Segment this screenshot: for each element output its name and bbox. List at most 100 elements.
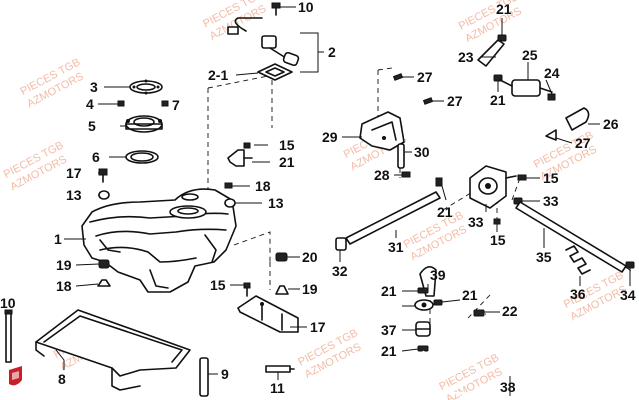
- bolt-part-15: [243, 282, 251, 297]
- pad-part-18: [97, 279, 111, 287]
- callout-label: 10: [298, 0, 314, 15]
- callout-label: 33: [468, 214, 484, 230]
- bracket-part-28: [359, 111, 405, 151]
- washer-part-13: [98, 190, 110, 200]
- callout-label: 26: [603, 116, 619, 132]
- bracket-part-17: [237, 295, 299, 333]
- bolt-part-16: [224, 182, 233, 189]
- hose-part-9: [199, 357, 209, 397]
- callout-label: 21: [496, 1, 512, 17]
- shield-logo-icon: [9, 366, 22, 386]
- callout-label: 24: [544, 65, 560, 81]
- callout-label: 38: [500, 379, 516, 395]
- guide-line: [511, 177, 521, 201]
- filter-part-24: [499, 79, 553, 97]
- callout-label: 22: [502, 303, 518, 319]
- callout-label: 15: [279, 137, 295, 153]
- fuel-pump-part-2: [227, 17, 300, 67]
- callout-label: 34: [620, 287, 636, 303]
- hose-part-22: [477, 39, 505, 67]
- callout-label: 5: [88, 118, 96, 134]
- callout-label: 15: [543, 170, 559, 186]
- grommet-part-19: [275, 252, 288, 262]
- rod-part-30: [345, 177, 443, 245]
- callout-label: 15: [490, 232, 506, 248]
- callout-label: 37: [381, 322, 397, 338]
- callout-label: 18: [255, 178, 271, 194]
- bolt-part-15: [517, 174, 527, 181]
- callout-label: 30: [414, 144, 430, 160]
- callout-label: 19: [56, 257, 72, 273]
- callout-label: 21: [381, 343, 397, 359]
- strap-part-11: [4, 309, 13, 363]
- callout-label: 3: [90, 79, 98, 95]
- callout-label: 20: [302, 249, 318, 265]
- callout-label: 21: [381, 283, 397, 299]
- clamp-part-21: [417, 345, 429, 352]
- flange-part-5: [125, 115, 163, 133]
- clamp-part-21: [417, 287, 429, 294]
- guide-line: [207, 75, 269, 89]
- callout-label: 21: [279, 154, 295, 170]
- bolt-part-15: [493, 218, 501, 225]
- screw-part-7: [161, 100, 169, 107]
- callout-label: 17: [66, 165, 82, 181]
- bolt-part-16: [98, 168, 108, 183]
- callout-label: 2-1: [208, 67, 228, 83]
- gasket-part-2-1: [257, 63, 293, 81]
- hose-part-25: [565, 107, 590, 131]
- washer-part-13: [224, 198, 236, 208]
- fuel-tank-part-1: [81, 188, 237, 293]
- screw-part-4: [117, 100, 125, 107]
- guide-line: [377, 67, 393, 71]
- bolt-part-10: [271, 2, 281, 16]
- valve-part-39: [414, 299, 434, 311]
- callout-label: 21: [490, 92, 506, 108]
- callout-label: 10: [0, 295, 16, 311]
- callout-label: 23: [458, 49, 474, 65]
- connector-part-36: [415, 321, 431, 337]
- callout-label: 18: [56, 278, 72, 294]
- callout-label: 27: [417, 69, 433, 85]
- callout-label: 21: [437, 204, 453, 220]
- shaft-part-34: [515, 201, 627, 273]
- callout-label: 33: [543, 193, 559, 209]
- clamp-part-23: [547, 93, 556, 101]
- callout-label: 21: [462, 287, 478, 303]
- callout-label: 29: [322, 129, 338, 145]
- pump-part-32: [469, 165, 517, 209]
- bushing-part-31: [335, 237, 347, 251]
- callout-label: 31: [388, 239, 404, 255]
- hose-part-37: [419, 312, 530, 398]
- guide-line: [233, 231, 271, 262]
- callout-label: 11: [270, 380, 285, 396]
- callout-label: 27: [447, 93, 463, 109]
- screw-part-27: [422, 97, 434, 105]
- leader-lines: [7, 6, 631, 396]
- callout-label: 35: [536, 249, 552, 265]
- clamp-part-21: [473, 309, 485, 317]
- callout-label: 39: [430, 267, 446, 283]
- callout-label: 27: [575, 135, 591, 151]
- callout-label: 13: [268, 195, 284, 211]
- clip-part-12: [265, 365, 295, 373]
- spring-part-35: [565, 245, 591, 275]
- hose-part-38: [419, 266, 437, 297]
- callout-label: 2: [328, 44, 336, 60]
- callout-label: 19: [302, 281, 318, 297]
- callout-label: 17: [310, 319, 326, 335]
- callout-label: 9: [221, 366, 229, 382]
- clamp-part-26: [545, 129, 557, 141]
- grommet-part-19: [98, 259, 110, 269]
- callout-label: 8: [58, 371, 66, 387]
- pin-part-29: [397, 143, 405, 169]
- clamp-part-21: [433, 299, 443, 306]
- tray-part-8: [35, 309, 191, 391]
- callout-label: 4: [86, 96, 94, 112]
- screw-part-27: [392, 73, 404, 81]
- callout-label: 28: [374, 167, 390, 183]
- callout-label: 32: [332, 263, 348, 279]
- callout-label: 36: [570, 286, 586, 302]
